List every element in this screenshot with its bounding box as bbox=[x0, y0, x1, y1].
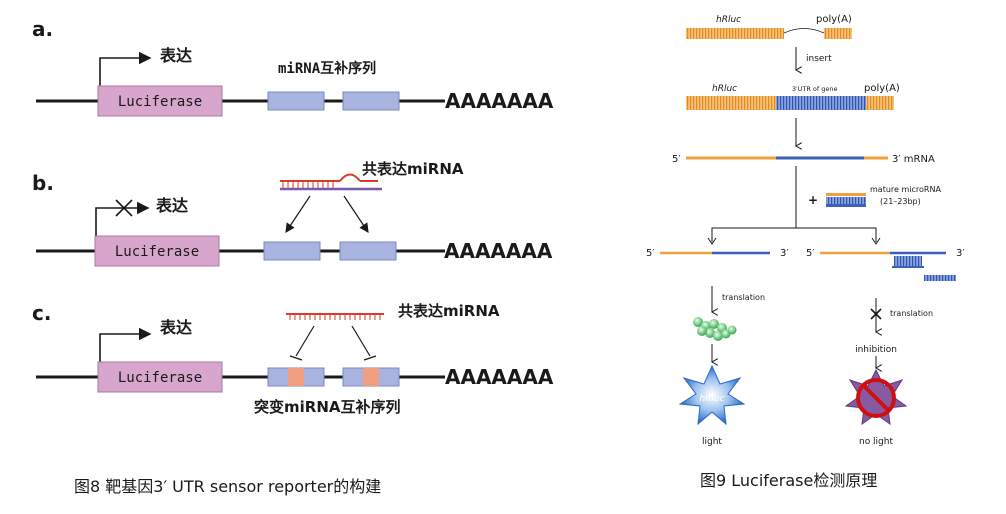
mrna-bound: 5′ 3′ bbox=[806, 248, 965, 281]
protein-beads-icon bbox=[693, 317, 737, 341]
panel-c-mirna-icon bbox=[286, 313, 384, 320]
utr-of-gene-label: 3′UTR of gene bbox=[792, 85, 838, 93]
panel-b-promoter-arrow bbox=[95, 201, 150, 237]
panel-a-luciferase-box bbox=[97, 85, 223, 117]
mrna-five-prime: 5′ bbox=[672, 154, 681, 165]
panel-a-utr-label: miRNA互补序列 bbox=[278, 60, 376, 77]
hrluc-label-mid: hRluc bbox=[712, 84, 737, 94]
panel-b: b. 表达 Luciferase 共表达miRNA bbox=[32, 160, 553, 267]
panel-a-letter: a. bbox=[32, 17, 53, 41]
panel-b-mirna-duplex-icon bbox=[280, 173, 382, 191]
panel-a-utr-box-1 bbox=[267, 91, 325, 111]
mrna-label: 3′ mRNA bbox=[892, 154, 935, 165]
panel-c: c. 表达 Luciferase 共表达miRNA bbox=[32, 301, 554, 416]
mature-microrna-icon bbox=[826, 193, 866, 207]
translation-label-right: translation bbox=[890, 309, 933, 318]
polya-strip-top bbox=[824, 28, 852, 39]
branch-left-head bbox=[707, 237, 717, 245]
no-light-label: no light bbox=[859, 437, 893, 447]
panel-b-arrow-right bbox=[343, 195, 369, 233]
utr-strip-mid bbox=[776, 96, 866, 110]
panel-c-expression-label: 表达 bbox=[159, 318, 192, 337]
plus-sign: + bbox=[808, 193, 818, 207]
branch-right-head bbox=[871, 237, 881, 245]
mature-microrna-label: mature microRNA bbox=[870, 185, 941, 194]
panel-b-utr-box-2 bbox=[339, 241, 397, 261]
bound-mirna-icon bbox=[894, 256, 922, 266]
panel-a: a. 表达 Luciferase miRNA互补序列 AAAAAAA bbox=[32, 17, 554, 117]
no-light-icon bbox=[844, 368, 908, 426]
polya-label-top: poly(A) bbox=[816, 14, 852, 25]
hrluc-strip-top bbox=[686, 28, 784, 39]
light-label: light bbox=[702, 437, 722, 447]
panel-b-luciferase-box bbox=[94, 235, 220, 267]
panel-b-utr-box-1 bbox=[263, 241, 321, 261]
translation-label-left: translation bbox=[722, 293, 765, 302]
panel-c-mutation-1 bbox=[288, 368, 304, 386]
figure-8-caption: 图8 靶基因3′ UTR sensor reporter的构建 bbox=[74, 477, 381, 496]
translation-blocked-x-icon bbox=[870, 308, 882, 320]
panel-a-promoter-arrow bbox=[99, 51, 152, 86]
panel-b-blocked-x-icon bbox=[115, 199, 133, 217]
panel-c-mutation-2 bbox=[363, 368, 379, 386]
free-three-prime: 3′ bbox=[780, 248, 789, 259]
panel-c-blocked-arrows bbox=[289, 325, 377, 361]
panel-c-luciferase-box bbox=[97, 361, 223, 393]
panel-b-arrow-left bbox=[285, 195, 311, 233]
branch-lines bbox=[711, 227, 877, 242]
mrna-free: 5′ 3′ bbox=[646, 248, 789, 259]
bound-five-prime: 5′ bbox=[806, 248, 815, 259]
panel-c-polya: AAAAAAA bbox=[445, 365, 554, 389]
panel-a-expression-label: 表达 bbox=[159, 46, 192, 65]
mirna-size-label: (21–23bp) bbox=[880, 197, 921, 206]
insert-label: insert bbox=[806, 54, 832, 64]
polya-strip-mid bbox=[866, 96, 894, 110]
construct-link bbox=[783, 28, 825, 34]
panel-b-luciferase-label: Luciferase bbox=[115, 244, 199, 260]
polya-label-mid: poly(A) bbox=[864, 83, 900, 94]
hrluc-label-top: hRluc bbox=[716, 15, 741, 25]
panel-a-utr-box-2 bbox=[342, 91, 400, 111]
panel-a-polya: AAAAAAA bbox=[445, 89, 554, 113]
panel-a-luciferase-label: Luciferase bbox=[118, 94, 202, 110]
panel-c-letter: c. bbox=[32, 301, 51, 325]
panel-b-mirna-label: 共表达miRNA bbox=[362, 160, 464, 178]
panel-b-letter: b. bbox=[32, 171, 54, 195]
panel-b-expression-label: 表达 bbox=[155, 196, 188, 215]
light-star-icon: hRluc bbox=[678, 364, 746, 426]
hrluc-strip-mid bbox=[686, 96, 776, 110]
bound-mirna-extra bbox=[924, 275, 956, 281]
panel-c-mutant-label: 突变miRNA互补序列 bbox=[254, 398, 401, 416]
panel-b-polya: AAAAAAA bbox=[444, 239, 553, 263]
inhibition-label: inhibition bbox=[855, 345, 897, 355]
bound-three-prime: 3′ bbox=[956, 248, 965, 259]
mrna: 5′ 3′ mRNA bbox=[672, 154, 935, 165]
light-star-label: hRluc bbox=[699, 394, 724, 404]
utr-construct: hRluc 3′UTR of gene poly(A) bbox=[686, 83, 900, 110]
panel-c-luciferase-label: Luciferase bbox=[118, 370, 202, 386]
panel-c-mirna-label: 共表达miRNA bbox=[398, 302, 500, 320]
panel-c-promoter-arrow bbox=[99, 327, 152, 362]
free-five-prime: 5′ bbox=[646, 248, 655, 259]
figure-9-caption: 图9 Luciferase检测原理 bbox=[700, 471, 877, 490]
hrluc-construct: hRluc poly(A) bbox=[686, 14, 852, 39]
